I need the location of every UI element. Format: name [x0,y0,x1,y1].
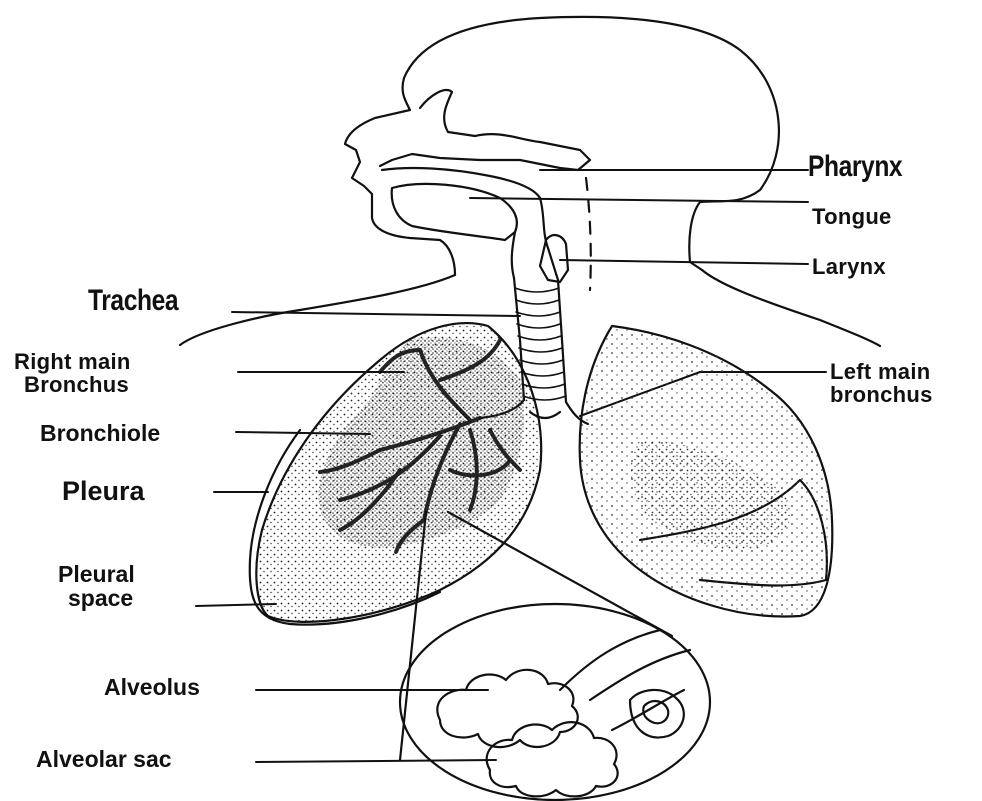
label-pleura: Pleura [62,478,145,505]
shoulder-left [180,275,455,345]
label-alveolar-sac: Alveolar sac [36,748,172,771]
label-pleural-space-line2: space [58,586,135,610]
face-profile [345,78,455,275]
larynx-shape [540,235,568,282]
label-left-main-bronchus: Left main bronchus [830,360,933,406]
spine-dash [586,178,591,290]
bronchiole-branch [560,630,690,730]
label-pharynx: Pharynx [808,152,902,182]
label-right-main-bronchus-line1: Right main [14,350,131,373]
label-left-main-bronchus-line1: Left main [830,360,933,383]
nasal-cavity [380,90,590,170]
tongue-shape [392,184,517,240]
neck-back [702,270,880,346]
label-alveolus: Alveolus [104,676,200,699]
label-trachea: Trachea [88,286,178,316]
label-larynx: Larynx [812,256,886,278]
label-left-main-bronchus-line2: bronchus [830,383,933,406]
alveolus-cluster [437,670,577,747]
label-pleural-space-line1: Pleural [58,562,135,586]
head-outline [404,17,779,270]
throat-passage [512,198,558,280]
label-bronchiole: Bronchiole [40,422,160,445]
label-pleural-space: Pleural space [58,562,135,610]
palate [382,168,540,198]
label-right-main-bronchus: Right main Bronchus [14,350,131,396]
label-right-main-bronchus-line2: Bronchus [14,373,131,396]
alveolar-sac-cluster [487,722,618,796]
label-tongue: Tongue [812,206,892,228]
small-alveolus [630,690,684,738]
